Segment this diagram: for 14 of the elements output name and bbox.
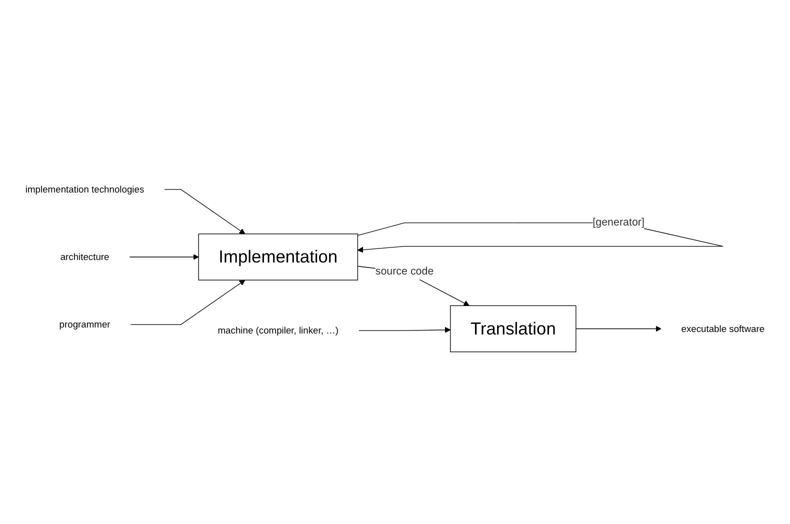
node-text: machine (compiler, linker, …) bbox=[218, 324, 339, 336]
node-text: programmer bbox=[59, 318, 110, 330]
arrow bbox=[130, 280, 246, 325]
arrow bbox=[164, 188, 246, 234]
node-text: architecture bbox=[60, 251, 110, 262]
arrow bbox=[129, 254, 199, 260]
node-text: executable software bbox=[681, 322, 765, 334]
node-box: Translation bbox=[450, 305, 576, 352]
node-text: implementation technologies bbox=[25, 184, 144, 194]
edge-label: source code bbox=[375, 266, 434, 277]
arrow bbox=[576, 326, 662, 332]
edge-label: [generator] bbox=[592, 216, 644, 228]
node-box: Implementation bbox=[198, 233, 358, 280]
arrow bbox=[358, 326, 451, 333]
